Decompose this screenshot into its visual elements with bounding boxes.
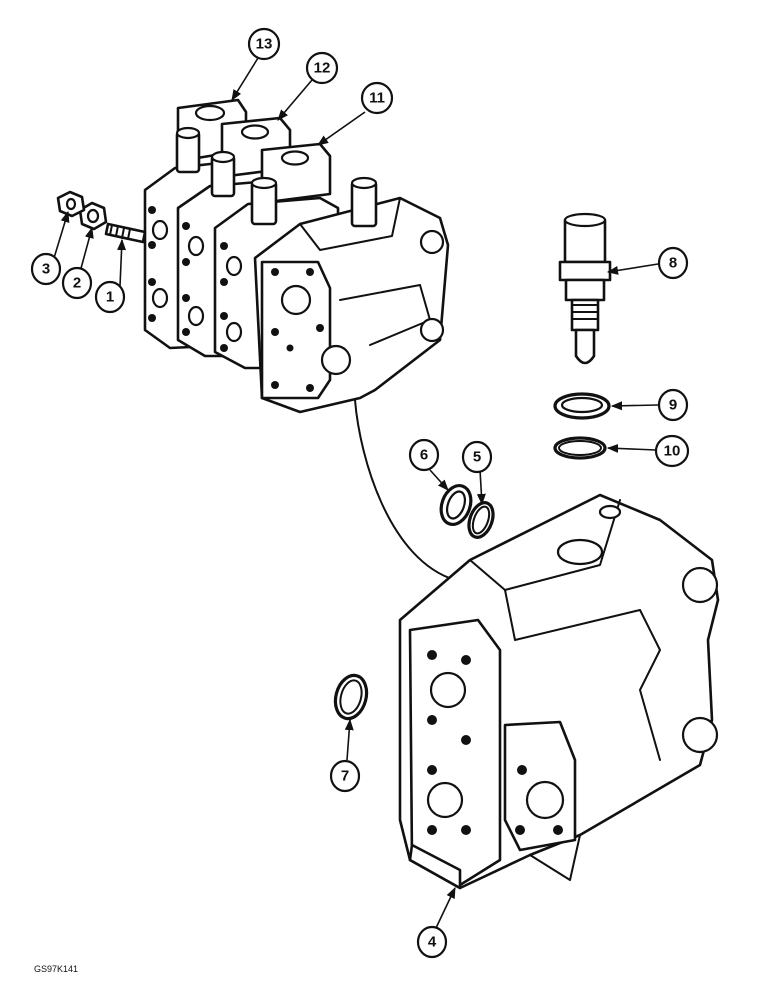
- callout-leaders: [53, 57, 659, 929]
- valve-inlet-section-small: [253, 176, 450, 414]
- inlet-housing-part-4: [398, 493, 720, 890]
- washer-part-9: [553, 392, 611, 420]
- callout-5: 5: [461, 440, 493, 474]
- callout-13: 13: [247, 27, 281, 61]
- callout-9: 9: [657, 388, 689, 422]
- callout-label: 11: [369, 90, 385, 107]
- callout-label: 8: [669, 255, 677, 272]
- callout-label: 12: [314, 60, 331, 77]
- callout-label: 1: [106, 289, 114, 306]
- callout-label: 2: [73, 275, 81, 292]
- callout-12: 12: [305, 51, 339, 85]
- o-ring-part-7: [333, 673, 369, 721]
- callout-3: 3: [30, 252, 62, 286]
- relief-valve-cartridge: [558, 212, 612, 365]
- callout-1: 1: [94, 280, 126, 314]
- callout-label: 9: [669, 397, 677, 414]
- o-ring-part-5: [467, 501, 495, 539]
- callout-2: 2: [61, 266, 93, 300]
- callout-label: 3: [42, 261, 50, 278]
- callout-10: 10: [654, 434, 690, 468]
- assembly-link-curve: [354, 399, 456, 581]
- callout-7: 7: [329, 759, 361, 793]
- callout-label: 6: [420, 447, 428, 464]
- callout-label: 10: [664, 443, 681, 460]
- o-ring-part-10: [553, 436, 607, 460]
- callout-label: 5: [473, 449, 481, 466]
- stud-part-1: [104, 222, 147, 244]
- seal-part-6: [439, 484, 473, 526]
- reference-code: GS97K141: [34, 964, 78, 974]
- callout-6: 6: [408, 438, 440, 472]
- callout-label: 13: [256, 36, 273, 53]
- callout-label: 7: [341, 768, 349, 785]
- callout-4: 4: [416, 925, 448, 959]
- washer-part-2: [78, 201, 108, 231]
- nut-part-3: [56, 190, 86, 218]
- callout-label: 4: [428, 934, 437, 951]
- callout-8: 8: [657, 246, 689, 280]
- callout-11: 11: [360, 81, 394, 115]
- valve-stack-assembly: [56, 98, 450, 414]
